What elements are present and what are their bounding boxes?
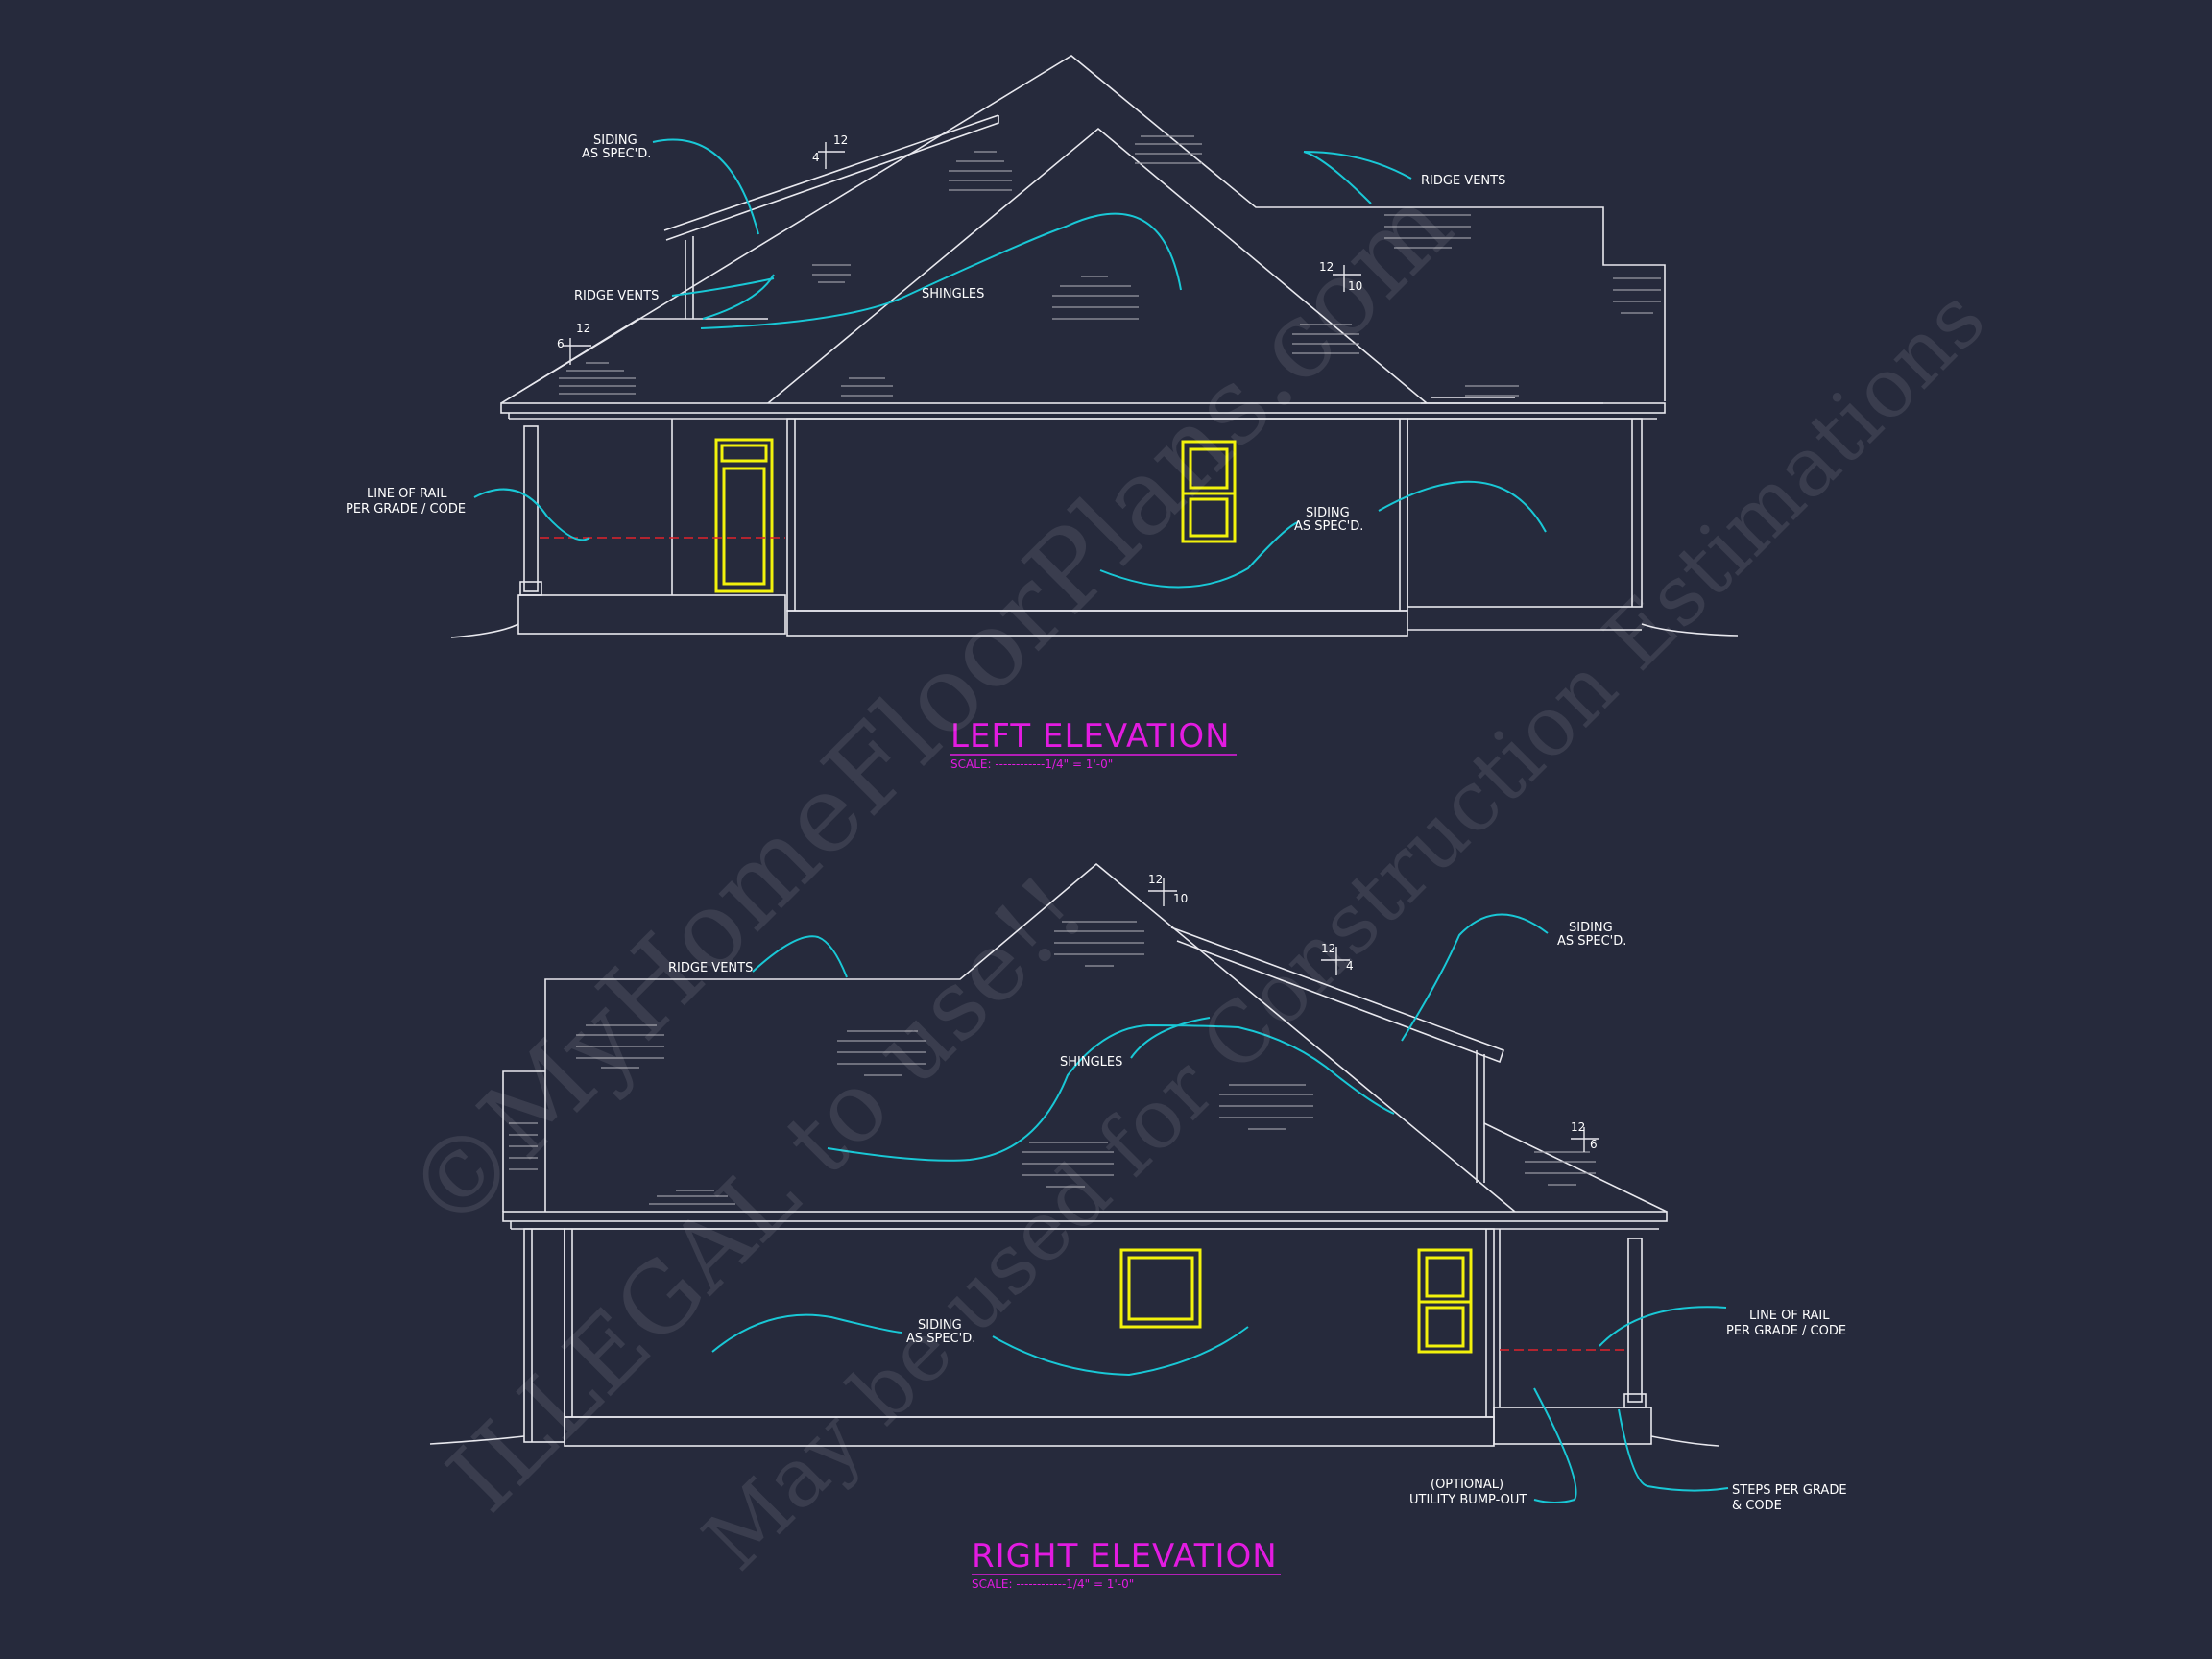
left-leaders <box>473 138 1547 589</box>
left-label-siding-mid-2: AS SPEC'D. <box>1294 519 1363 534</box>
leader-rail-right <box>1599 1306 1727 1347</box>
left-fascia <box>500 402 1666 414</box>
left-elevation <box>450 55 1739 638</box>
left-ground-line <box>450 623 1739 638</box>
left-main-gable <box>767 127 1428 404</box>
left-label-shingles: SHINGLES <box>922 287 984 301</box>
leader-siding-top <box>652 138 759 235</box>
right-pitch-1-rise: 10 <box>1173 892 1188 905</box>
right-label-siding-mid-2: AS SPEC'D. <box>906 1332 975 1346</box>
leader-rail-left <box>473 488 590 541</box>
right-left-bay <box>523 1228 565 1443</box>
left-shingle-hatches <box>559 135 1661 397</box>
right-window-square <box>1119 1248 1202 1329</box>
leader-shingles <box>700 212 1182 329</box>
right-elevation <box>429 862 1719 1447</box>
right-fascia <box>502 1211 1668 1222</box>
left-elevation-scale: SCALE: ------------1/4" = 1'-0" <box>950 757 1113 771</box>
leader-ridge-vents-right <box>1303 151 1412 204</box>
left-label-rail-1: LINE OF RAIL <box>367 487 447 501</box>
left-pitch-1-run: 12 <box>833 133 848 147</box>
leader-ridge-vents-left-2 <box>702 274 775 320</box>
left-porch-floor <box>517 594 786 635</box>
leader-siding-mid-left <box>711 1313 903 1353</box>
right-porch-roof <box>1483 1122 1668 1213</box>
right-porch-column <box>1627 1238 1643 1403</box>
right-label-rail-1: LINE OF RAIL <box>1749 1309 1830 1323</box>
left-porch-column <box>523 425 539 592</box>
right-pitch-3-rise: 6 <box>1590 1138 1598 1151</box>
left-label-ridge-vents-right: RIDGE VENTS <box>1421 174 1505 188</box>
right-shed-roof <box>1170 926 1505 1064</box>
watermark-line-3: May be used for Construction Estimations <box>685 271 2004 1589</box>
right-label-siding-top-2: AS SPEC'D. <box>1557 934 1626 949</box>
leader-bumpout <box>1533 1387 1577 1503</box>
right-label-siding-top-1: SIDING <box>1569 921 1613 935</box>
right-label-shingles: SHINGLES <box>1060 1055 1122 1070</box>
right-pitch-markers <box>1148 878 1599 1152</box>
right-label-bumpout-2: UTILITY BUMP-OUT <box>1409 1493 1527 1507</box>
right-label-ridge-vents: RIDGE VENTS <box>668 961 753 975</box>
left-pitch-2-run: 12 <box>576 322 590 335</box>
left-pitch-1-rise: 4 <box>812 151 820 164</box>
left-elevation-title: LEFT ELEVATION <box>950 717 1231 756</box>
leader-siding-mid <box>1378 480 1547 533</box>
left-pitch-3-run: 12 <box>1319 260 1334 274</box>
left-label-siding-top-1: SIDING <box>593 133 637 148</box>
left-label-siding-top-2: AS SPEC'D. <box>582 147 651 161</box>
left-label-siding-mid-1: SIDING <box>1306 506 1350 520</box>
left-openings <box>714 438 1237 593</box>
watermark: ©MyHomeFloorPlans.com ILLEGAL to use!! M… <box>382 163 2004 1589</box>
left-pitch-3-rise: 10 <box>1348 279 1362 293</box>
leader-steps <box>1618 1408 1729 1492</box>
left-window <box>1181 440 1237 543</box>
leader-siding-mid-right <box>992 1326 1249 1377</box>
right-pitch-1-run: 12 <box>1148 873 1163 886</box>
right-label-siding-mid-1: SIDING <box>918 1318 962 1333</box>
leader-shingles-2 <box>1130 1017 1211 1059</box>
right-leaders <box>711 913 1729 1503</box>
left-porch-roof <box>500 318 768 404</box>
right-roof-outline <box>544 862 1516 1213</box>
right-label-steps-1: STEPS PER GRADE <box>1732 1483 1847 1498</box>
right-openings <box>1119 1248 1473 1354</box>
right-left-bump <box>502 1070 545 1212</box>
left-pitch-markers <box>563 142 1361 365</box>
right-label-rail-2: PER GRADE / CODE <box>1726 1324 1846 1338</box>
right-porch-floor <box>1493 1407 1652 1445</box>
left-label-rail-2: PER GRADE / CODE <box>346 502 466 517</box>
left-foundation <box>786 610 1408 637</box>
right-shingle-hatches <box>509 921 1596 1205</box>
leader-ridge-vents <box>752 935 848 978</box>
left-pitch-2-rise: 6 <box>557 337 565 350</box>
left-right-bay <box>1407 418 1643 608</box>
right-elevation-scale: SCALE: ------------1/4" = 1'-0" <box>972 1577 1134 1591</box>
right-label-bumpout-1: (OPTIONAL) <box>1431 1478 1503 1492</box>
leader-ridge-vents-left <box>671 277 775 297</box>
left-door <box>714 438 774 593</box>
leader-siding-mid-2 <box>1099 521 1299 589</box>
left-eave-right <box>1421 397 1603 404</box>
right-foundation <box>564 1416 1495 1447</box>
left-shed-roof <box>663 114 999 241</box>
right-ground-line <box>429 1435 1719 1447</box>
leader-siding-top <box>1401 913 1549 1042</box>
right-pitch-3-run: 12 <box>1571 1120 1585 1134</box>
right-pitch-2-run: 12 <box>1321 942 1335 955</box>
left-label-ridge-vents-left: RIDGE VENTS <box>574 289 659 303</box>
left-roof-outline <box>500 55 1666 404</box>
right-pitch-2-rise: 4 <box>1346 959 1354 973</box>
right-elevation-title: RIGHT ELEVATION <box>972 1537 1278 1575</box>
leader-shingles <box>827 1023 1395 1162</box>
right-label-steps-2: & CODE <box>1732 1499 1782 1513</box>
